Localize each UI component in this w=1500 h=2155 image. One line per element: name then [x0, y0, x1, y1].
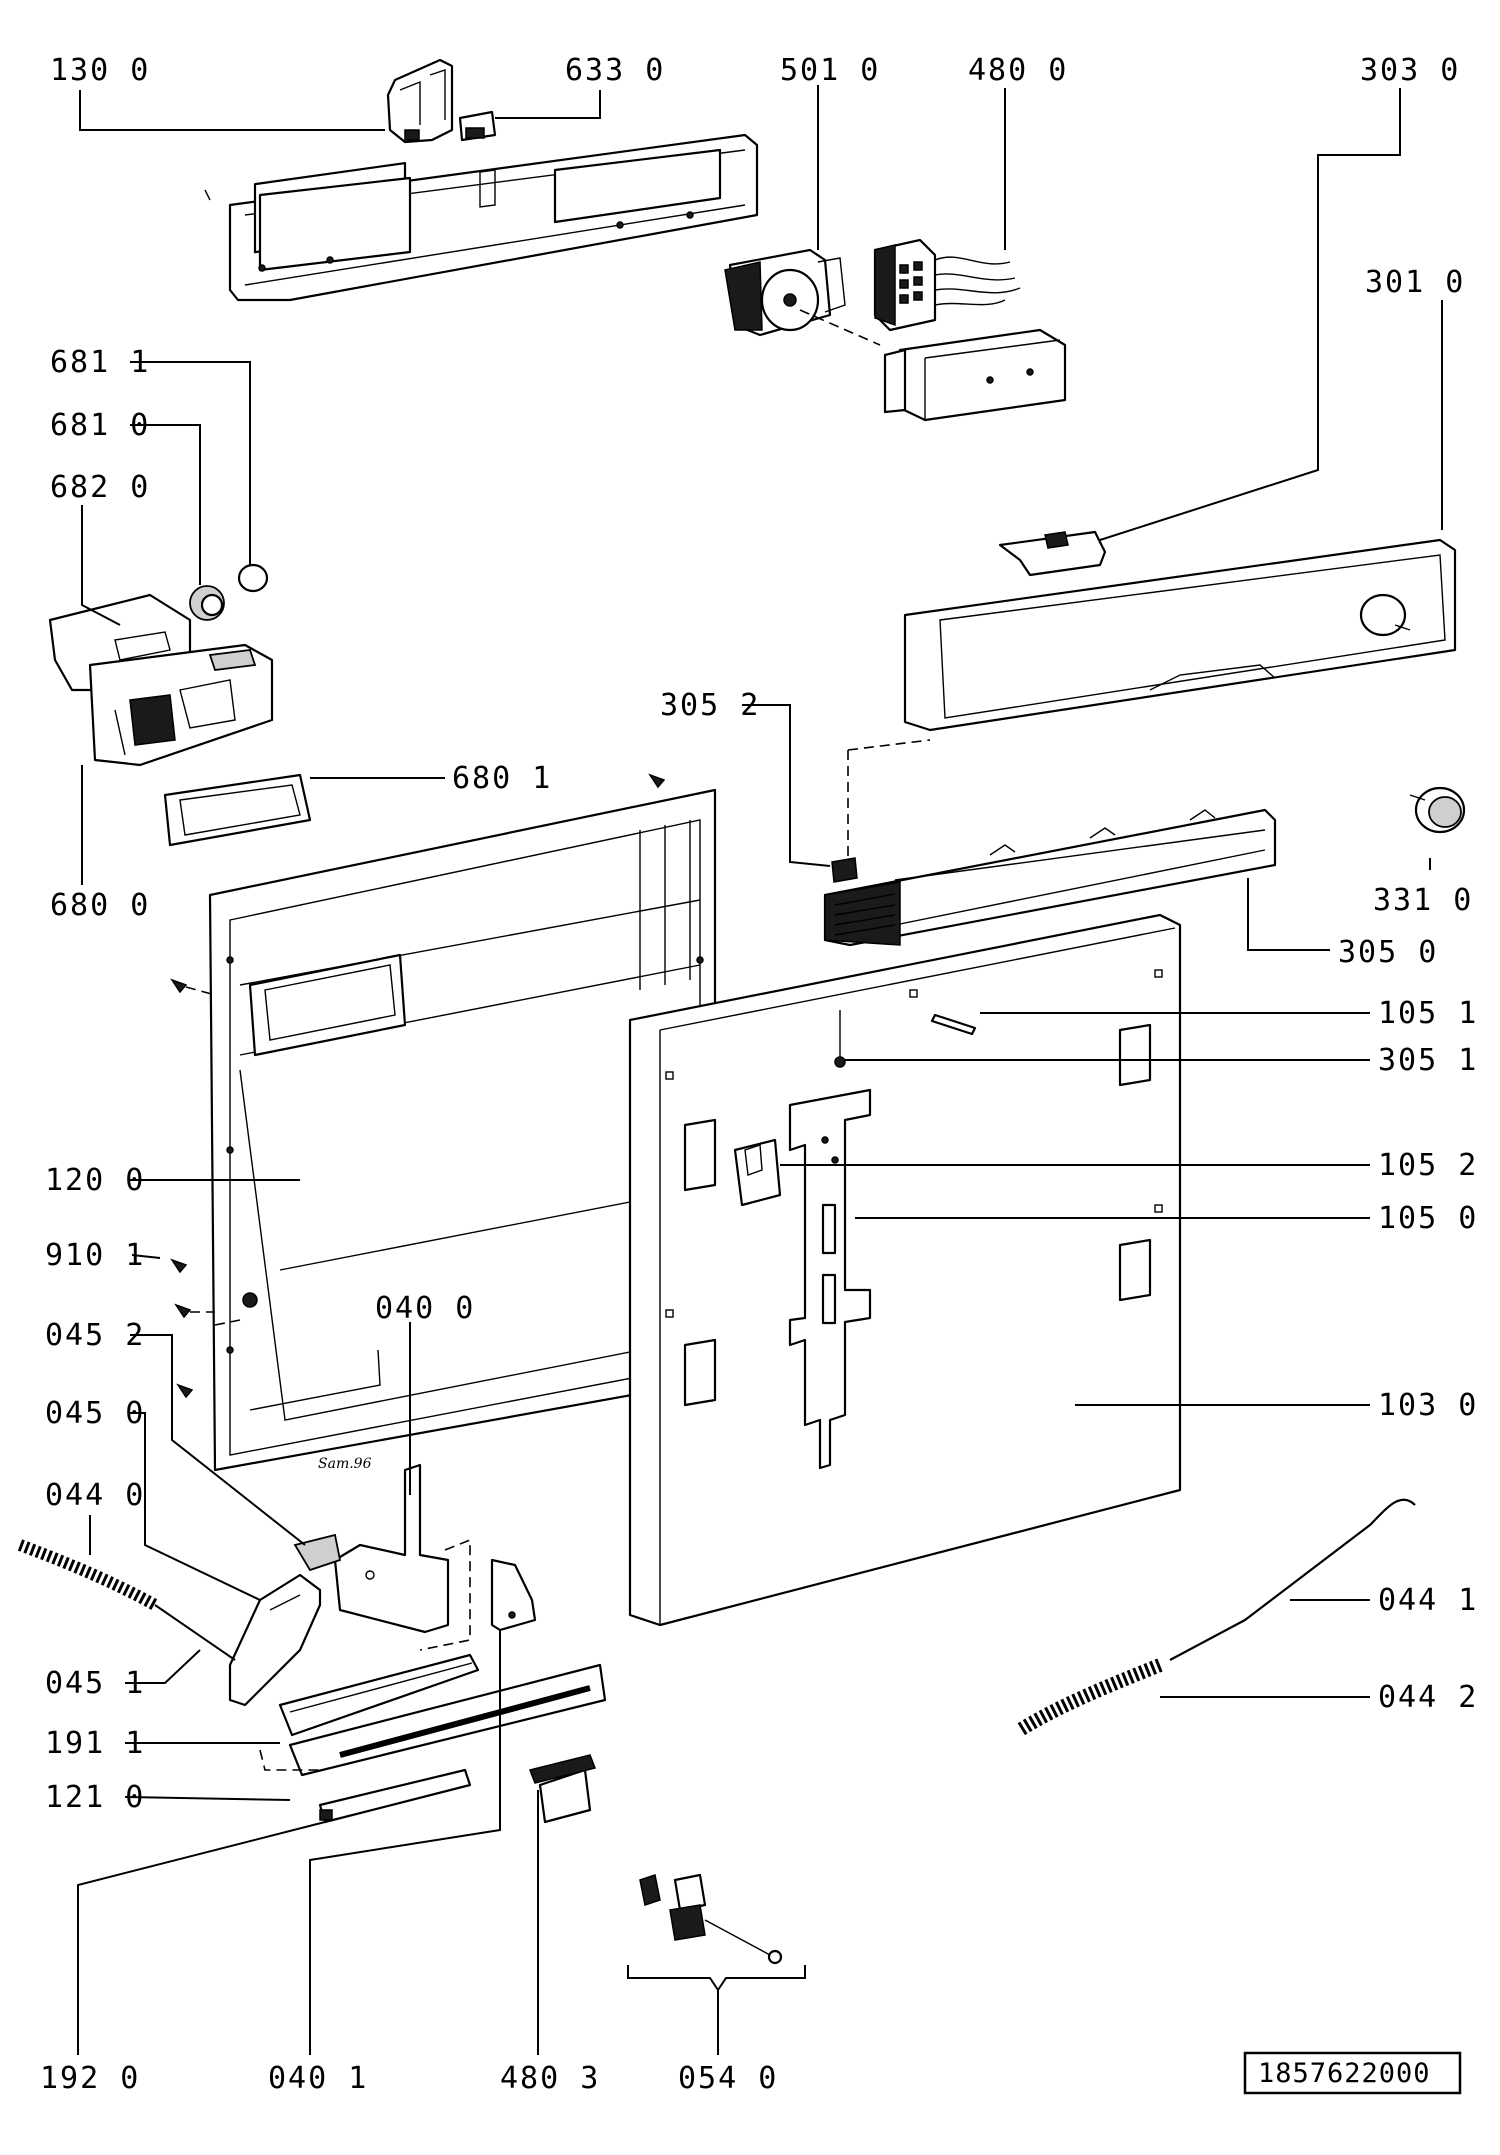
label-680-1: 680 1: [452, 761, 552, 796]
label-130-0: 130 0: [50, 53, 150, 88]
label-680-0: 680 0: [50, 888, 150, 923]
reference-box: 1857622000: [1243, 2051, 1462, 2095]
label-192-0: 192 0: [40, 2061, 140, 2096]
part-130-0-drawing: [386, 58, 454, 144]
part-501-0-drawing: [724, 248, 881, 346]
part-044-0-drawing: [17, 1539, 236, 1661]
part-681-1-drawing: [237, 563, 269, 593]
label-191-1: 191 1: [45, 1726, 145, 1761]
label-480-0: 480 0: [968, 53, 1068, 88]
label-682-0: 682 0: [50, 470, 150, 505]
part-303-0-drawing: [998, 530, 1107, 577]
label-305-1: 305 1: [1378, 1043, 1478, 1078]
label-501-0: 501 0: [780, 53, 880, 88]
part-labels: 130 0 633 0 501 0 480 0 303 0 301 0 681 …: [40, 53, 1478, 2096]
label-105-2: 105 2: [1378, 1148, 1478, 1183]
part-103-0-door-panel-drawing: [628, 913, 1182, 1627]
part-480-3-drawing: [528, 1754, 597, 1824]
part-301-0-drawing: [903, 538, 1457, 732]
leader-lines: [77, 85, 1443, 2055]
label-054-0: 054 0: [678, 2061, 778, 2096]
part-305-2-drawing: [831, 739, 931, 883]
part-040-1-drawing: [490, 1558, 537, 1632]
label-681-1: 681 1: [50, 345, 150, 380]
label-044-0: 044 0: [45, 1478, 145, 1513]
part-044-2-drawing: [1016, 1658, 1163, 1736]
label-305-0: 305 0: [1338, 935, 1438, 970]
timer-mount-bracket: [883, 328, 1067, 422]
part-054-0-drawing: [627, 1873, 806, 1992]
part-040-0-drawing: [333, 1463, 471, 1651]
part-305-0-drawing: [823, 808, 1277, 947]
label-633-0: 633 0: [565, 53, 665, 88]
label-305-2: 305 2: [660, 688, 760, 723]
label-105-0: 105 0: [1378, 1201, 1478, 1236]
label-910-1: 910 1: [45, 1238, 145, 1273]
part-681-0-drawing: [189, 585, 225, 621]
label-303-0: 303 0: [1360, 53, 1460, 88]
reference-number: 1857622000: [1258, 2058, 1431, 2089]
label-045-2: 045 2: [45, 1318, 145, 1353]
control-bracket-frame: [204, 133, 759, 302]
part-331-0-drawing: [1409, 786, 1466, 834]
label-044-2: 044 2: [1378, 1680, 1478, 1715]
label-045-0: 045 0: [45, 1396, 145, 1431]
label-045-1: 045 1: [45, 1666, 145, 1701]
label-105-1: 105 1: [1378, 996, 1478, 1031]
label-331-0: 331 0: [1373, 883, 1473, 918]
part-045-0-drawing: [228, 1533, 342, 1707]
label-120-0: 120 0: [45, 1163, 145, 1198]
label-044-1: 044 1: [1378, 1583, 1478, 1618]
part-105-1-drawing: [930, 1013, 977, 1036]
draftsman-signature: Sam.96: [318, 1456, 372, 1472]
label-103-0: 103 0: [1378, 1388, 1478, 1423]
part-044-1-drawing: [1169, 1498, 1416, 1661]
screws-910-1: [170, 773, 666, 1399]
label-301-0: 301 0: [1365, 265, 1465, 300]
label-480-3: 480 3: [500, 2061, 600, 2096]
part-680-1-drawing: [163, 773, 312, 847]
part-192-0-drawing: [318, 1768, 472, 1824]
part-633-0-drawing: [458, 110, 497, 142]
part-680-0-dispenser-drawing: [48, 593, 274, 767]
part-480-0-drawing: [873, 238, 1021, 332]
label-040-0: 040 0: [375, 1291, 475, 1326]
label-121-0: 121 0: [45, 1780, 145, 1815]
part-105-2-drawing: [733, 1138, 782, 1207]
label-040-1: 040 1: [268, 2061, 368, 2096]
label-681-0: 681 0: [50, 408, 150, 443]
part-191-1-drawing: [278, 1653, 480, 1737]
part-121-0-drawing: [259, 1663, 607, 1777]
part-305-1-drawing: [834, 1010, 846, 1068]
part-105-0-hinge-plate-drawing: [788, 1088, 872, 1470]
